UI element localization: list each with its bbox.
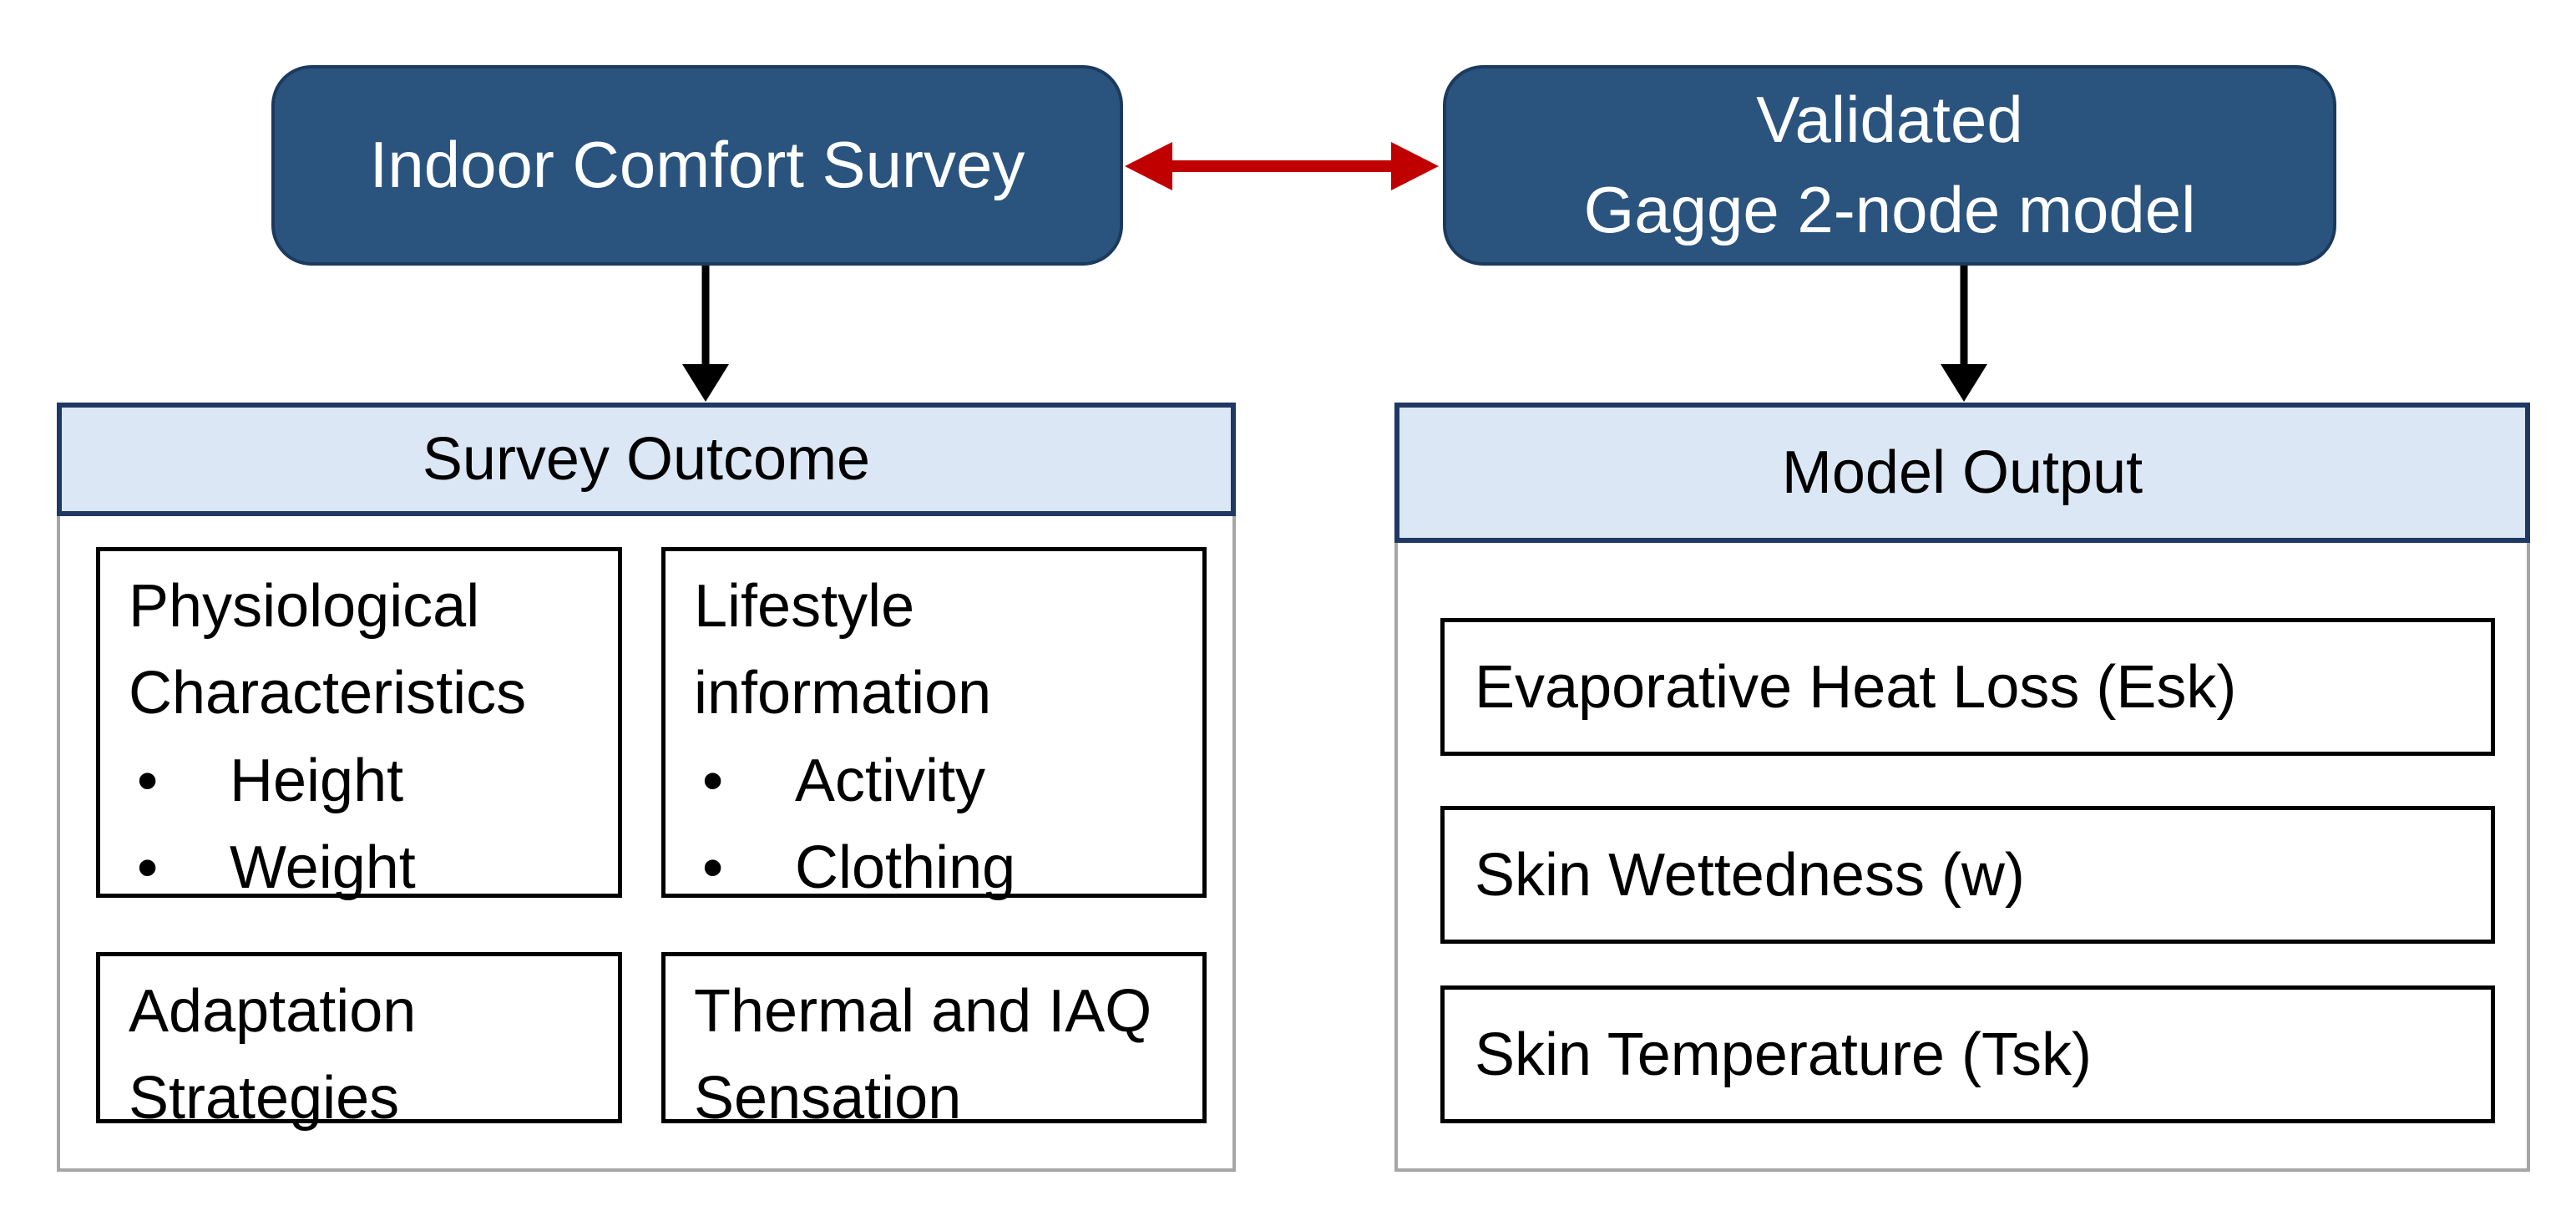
box-physiological-title: Physiological Characteristics xyxy=(129,573,527,727)
down-arrow-right xyxy=(1941,266,1987,402)
box-skin-wettedness-label: Skin Wettedness (w) xyxy=(1475,841,2025,909)
survey-outcome-header: Survey Outcome xyxy=(57,403,1236,516)
box-thermal-title: Thermal and IAQ Sensation xyxy=(694,978,1152,1132)
box-adaptation-content: Adaptation Strategies xyxy=(100,956,618,1142)
box-lifestyle-title: Lifestyle information xyxy=(694,573,992,727)
survey-outcome-header-label: Survey Outcome xyxy=(422,426,871,493)
box-physiological-characteristics: Physiological Characteristics Height Wei… xyxy=(96,547,622,912)
red-arrowhead-right-icon xyxy=(1391,142,1439,190)
box-adaptation-title: Adaptation Strategies xyxy=(129,978,417,1132)
box-physiological-bullet-list: Height Weight xyxy=(129,737,603,912)
bullet-height: Height xyxy=(129,737,603,825)
bullet-clothing: Clothing xyxy=(694,824,1187,912)
red-arrowhead-left-icon xyxy=(1125,142,1172,190)
box-skin-wettedness: Skin Wettedness (w) xyxy=(1440,806,2495,944)
box-thermal-content: Thermal and IAQ Sensation xyxy=(666,956,1202,1142)
node-validated-gagge-model-line2: Gagge 2-node model xyxy=(1583,173,2196,246)
node-indoor-comfort-survey: Indoor Comfort Survey xyxy=(271,65,1123,266)
box-evaporative-heat-loss-label: Evaporative Heat Loss (Esk) xyxy=(1475,653,2237,721)
bullet-weight: Weight xyxy=(129,824,603,912)
node-indoor-comfort-survey-label: Indoor Comfort Survey xyxy=(369,128,1025,202)
model-output-header: Model Output xyxy=(1394,403,2530,543)
box-lifestyle-information: Lifestyle information Activity Clothing xyxy=(661,547,1207,912)
box-lifestyle-bullet-list: Activity Clothing xyxy=(694,737,1187,912)
box-skin-temperature: Skin Temperature (Tsk) xyxy=(1440,985,2495,1123)
node-validated-gagge-model: Validated Gagge 2-node model xyxy=(1443,65,2336,266)
box-adaptation-strategies: Adaptation Strategies xyxy=(96,952,622,1132)
box-physiological-content: Physiological Characteristics Height Wei… xyxy=(100,551,618,912)
box-thermal-iaq-sensation: Thermal and IAQ Sensation xyxy=(661,952,1207,1132)
box-skin-temperature-label: Skin Temperature (Tsk) xyxy=(1475,1021,2092,1088)
box-lifestyle-content: Lifestyle information Activity Clothing xyxy=(666,551,1202,912)
model-output-header-label: Model Output xyxy=(1781,439,2143,506)
node-validated-gagge-model-line1: Validated xyxy=(1756,83,2023,157)
down-arrowhead-left-icon xyxy=(682,364,729,402)
red-bidirectional-arrow xyxy=(1125,142,1439,190)
down-arrowhead-right-icon xyxy=(1941,364,1987,402)
box-evaporative-heat-loss: Evaporative Heat Loss (Esk) xyxy=(1440,618,2495,756)
bullet-activity: Activity xyxy=(694,737,1187,825)
down-arrow-left xyxy=(682,266,729,402)
